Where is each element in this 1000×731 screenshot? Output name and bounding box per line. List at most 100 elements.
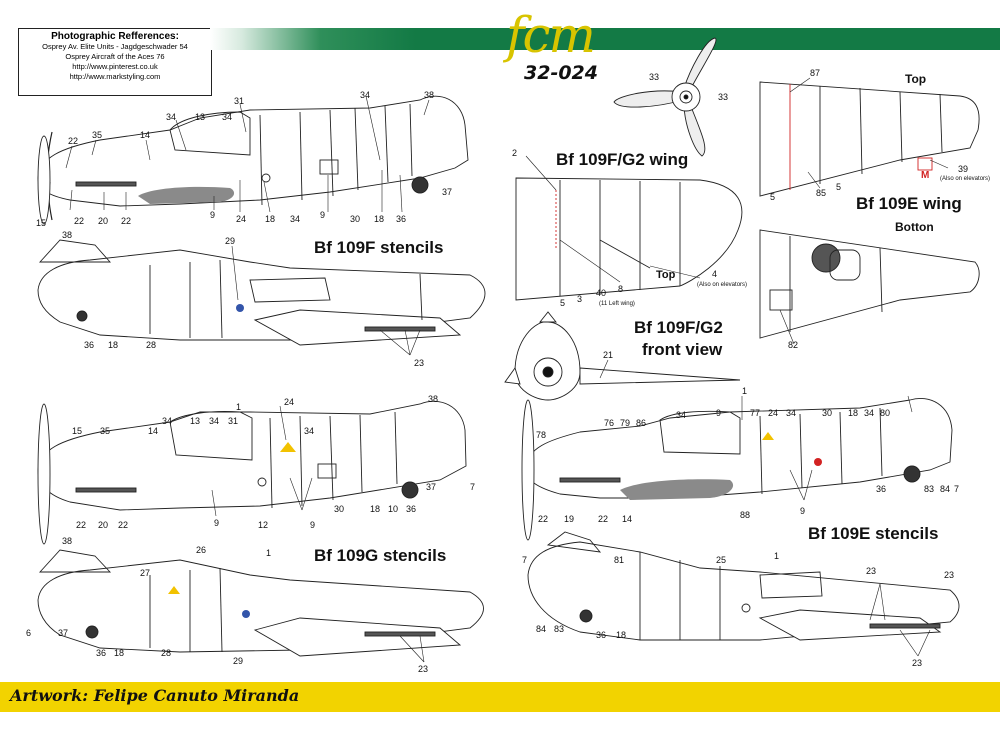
callout: 86	[636, 418, 646, 428]
callout-note: (Also on elevators)	[940, 176, 990, 182]
callout: 76	[604, 418, 614, 428]
callout: 36	[84, 340, 94, 350]
reference-line: http://www.pinterest.co.uk	[72, 62, 158, 71]
m-marker: M	[921, 170, 929, 181]
callout: 35	[92, 130, 102, 140]
propeller-view	[613, 37, 717, 157]
callout: 7	[522, 555, 527, 565]
callout: 34	[864, 408, 874, 418]
e-stencils-title: Bf 109E stencils	[808, 524, 939, 543]
callout: 1	[266, 548, 271, 558]
bf109g-side-view	[37, 400, 467, 545]
callout: 36	[406, 504, 416, 514]
callout: 28	[161, 648, 171, 658]
callout: 7	[954, 484, 959, 494]
callout: 5	[836, 182, 841, 192]
callout: 37	[426, 482, 436, 492]
callout: 2	[512, 148, 517, 158]
callout: 39	[958, 164, 968, 174]
callout: 20	[98, 520, 108, 530]
callout: 38	[62, 536, 72, 546]
leader-lines	[65, 77, 949, 663]
callout: 18	[370, 504, 380, 514]
callout: 9	[800, 506, 805, 516]
logo-code: 32-024	[524, 62, 598, 84]
callout: 34	[209, 416, 219, 426]
callout: 7	[470, 482, 475, 492]
callout: 14	[622, 514, 632, 524]
callout: 33	[649, 72, 659, 82]
callout: 38	[424, 90, 434, 100]
callout: 23	[944, 570, 954, 580]
callout: 13	[195, 112, 205, 122]
callout: 23	[912, 658, 922, 668]
callout: 5	[770, 192, 775, 202]
callout: 18	[374, 214, 384, 224]
callout: 10	[388, 504, 398, 514]
callout: 23	[866, 566, 876, 576]
callout: 79	[620, 418, 630, 428]
bf109f-side-view	[37, 95, 469, 225]
reference-line: http://www.markstyling.com	[69, 72, 161, 81]
callout: 34	[676, 410, 686, 420]
callout: 36	[396, 214, 406, 224]
bf109e-wing-top	[759, 81, 980, 197]
artwork-name: Felipe Canuto Miranda	[93, 686, 300, 705]
e-wing-title: Bf 109E wing	[856, 194, 962, 213]
callout: 81	[614, 555, 624, 565]
callout: 37	[442, 187, 452, 197]
callout: 33	[718, 92, 728, 102]
footer-yellow-bar	[0, 682, 1000, 712]
callout: 15	[36, 218, 46, 228]
callout: 38	[62, 230, 72, 240]
header-green-bar	[210, 28, 1000, 50]
callout: 23	[418, 664, 428, 674]
callout: 22	[121, 216, 131, 226]
reference-line: Osprey Aircraft of the Aces 76	[65, 52, 165, 61]
callout: 29	[225, 236, 235, 246]
callout: 18	[108, 340, 118, 350]
f-stencils-title: Bf 109F stencils	[314, 238, 444, 257]
callout: 34	[304, 426, 314, 436]
callout: 21	[603, 350, 613, 360]
e-wing-bottom-label: Botton	[895, 220, 934, 234]
callout: 22	[118, 520, 128, 530]
f-front-title-1: Bf 109F/G2	[634, 318, 723, 337]
callout: 36	[96, 648, 106, 658]
references-title: Photographic Refferences:	[51, 31, 179, 42]
callout: 9	[210, 210, 215, 220]
callout: 20	[98, 216, 108, 226]
callout: 84	[940, 484, 950, 494]
callout: 9	[320, 210, 325, 220]
callout: 22	[74, 216, 84, 226]
callout-note: (11 Left wing)	[599, 301, 635, 307]
callout: 34	[786, 408, 796, 418]
bf109e-wing-bottom	[759, 229, 980, 339]
callout: 24	[236, 214, 246, 224]
callout: 19	[564, 514, 574, 524]
bf109e-underside-view	[527, 531, 960, 641]
logo-brand: fcm	[506, 6, 596, 64]
callout: 1	[236, 402, 241, 412]
callout: 27	[140, 568, 150, 578]
callout: 36	[596, 630, 606, 640]
fcm-logo: fcm 32-024	[506, 6, 634, 84]
callout: 1	[742, 386, 747, 396]
callout: 30	[822, 408, 832, 418]
callout: 88	[740, 510, 750, 520]
artwork-credit: Artwork: Felipe Canuto Miranda	[10, 686, 299, 705]
callout: 9	[716, 408, 721, 418]
callout-numbers: 33 33 34 38 31 34 13 34 22 35 14 15 22 2…	[26, 68, 990, 674]
callout: 18	[848, 408, 858, 418]
callout: 38	[428, 394, 438, 404]
callout: 22	[598, 514, 608, 524]
callout: 84	[536, 624, 546, 634]
bf109f-front-view	[504, 311, 741, 401]
callout: 12	[258, 520, 268, 530]
callout: 14	[140, 130, 150, 140]
callout: 5	[560, 298, 565, 308]
callout: 83	[924, 484, 934, 494]
callout: 31	[234, 96, 244, 106]
callout: 34	[360, 90, 370, 100]
callout: 35	[100, 426, 110, 436]
